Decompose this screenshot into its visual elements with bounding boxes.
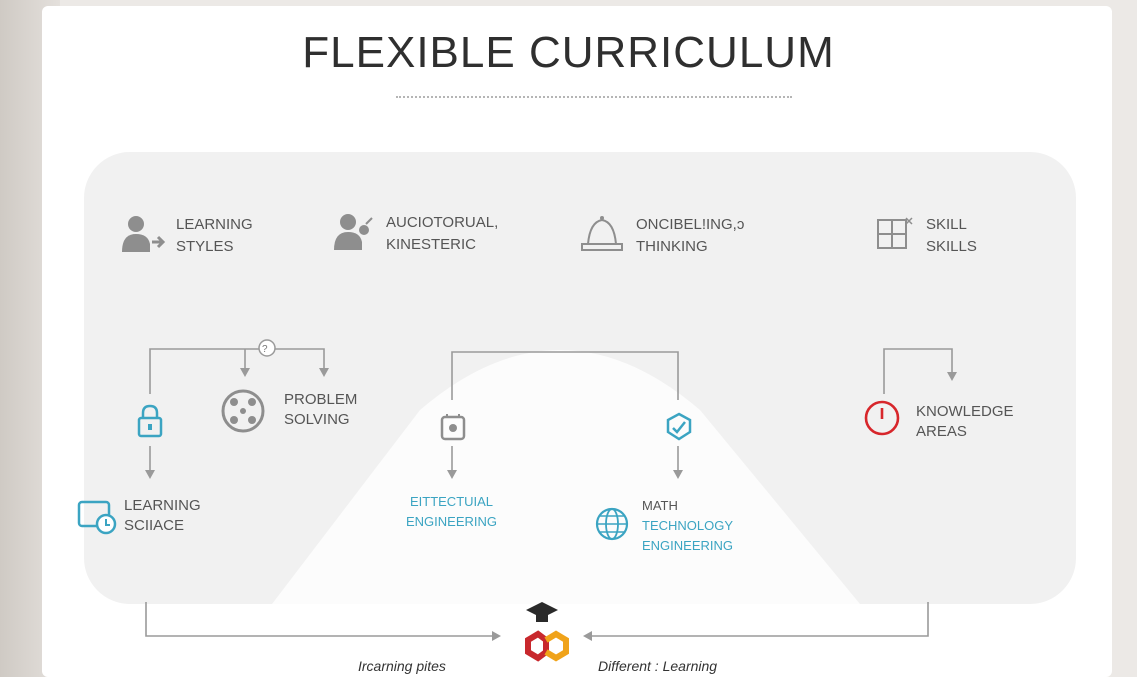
user-arrow-icon xyxy=(122,216,166,252)
page-title: FLEXIBLE CURRICULUM xyxy=(302,28,835,77)
top-item-label: ONCIBEL!ING,ɔ xyxy=(636,216,745,233)
user-speak-icon xyxy=(334,214,373,250)
label-line: MATH xyxy=(642,498,678,513)
top-item-label: SKILLS xyxy=(926,238,977,255)
center-branch-line xyxy=(451,351,679,400)
top-item-label: AUCIOTORUAL, xyxy=(386,214,499,231)
label-line: TECHNOLOGY xyxy=(642,518,734,533)
top-item-label: LEARNING xyxy=(176,216,253,233)
label-line: ENGINEERING xyxy=(406,514,498,529)
left-branch-line xyxy=(149,348,325,394)
eittectual-engineering-label: EITTECTUIAL ENGINEERING xyxy=(406,492,497,532)
top-item-label: THINKING xyxy=(636,238,708,255)
knowledge-timer-icon xyxy=(864,400,900,436)
title-divider xyxy=(396,96,792,98)
top-item-label: STYLES xyxy=(176,238,234,255)
top-item-learning-styles: LEARNING STYLES xyxy=(120,214,253,258)
label-line: SCIIACE xyxy=(124,517,185,534)
label-line: KNOWLEDGE xyxy=(916,403,1014,420)
caption-right: Different : Learning xyxy=(598,658,718,674)
label-line: ENGINEERING xyxy=(642,538,734,553)
top-item-label: SKILL xyxy=(926,216,967,233)
top-item-label: KINESTERIC xyxy=(386,236,477,253)
knowledge-areas-label: KNOWLEDGE AREAS xyxy=(916,402,1014,442)
graduation-logo-icon xyxy=(525,602,569,662)
lock-icon xyxy=(137,404,163,438)
label-line: PROBLEM xyxy=(284,391,358,408)
caption-left: Ircarning pites xyxy=(358,658,446,674)
right-branch-line xyxy=(883,348,953,394)
help-marker: ? xyxy=(262,344,268,355)
check-badge-icon xyxy=(666,412,692,441)
math-technology-label: MATH TECHNOLOGY ENGINEERING xyxy=(642,496,733,556)
bottom-right-connector xyxy=(592,602,929,637)
clock-icon xyxy=(440,414,466,441)
label-line: SOLVING xyxy=(284,411,350,428)
globe-icon xyxy=(595,507,629,541)
learning-science-label: LEARNING SCIIACE xyxy=(124,496,201,536)
problem-solving-label: PROBLEM SOLVING xyxy=(284,390,357,430)
learning-science-icon xyxy=(77,500,117,535)
bottom-left-connector xyxy=(145,602,492,637)
center-arch xyxy=(272,350,860,604)
problem-solving-icon xyxy=(221,389,265,433)
top-item-auditory-kinesthetic: AUCIOTORUAL, KINESTERIC xyxy=(330,212,498,256)
label-line: LEARNING xyxy=(124,497,201,514)
label-line: AREAS xyxy=(916,423,967,440)
label-line: EITTECTUIAL xyxy=(409,494,494,509)
puzzle-icon xyxy=(877,217,913,249)
top-item-skills: SKILL SKILLS xyxy=(872,214,977,258)
bell-icon xyxy=(581,216,623,251)
